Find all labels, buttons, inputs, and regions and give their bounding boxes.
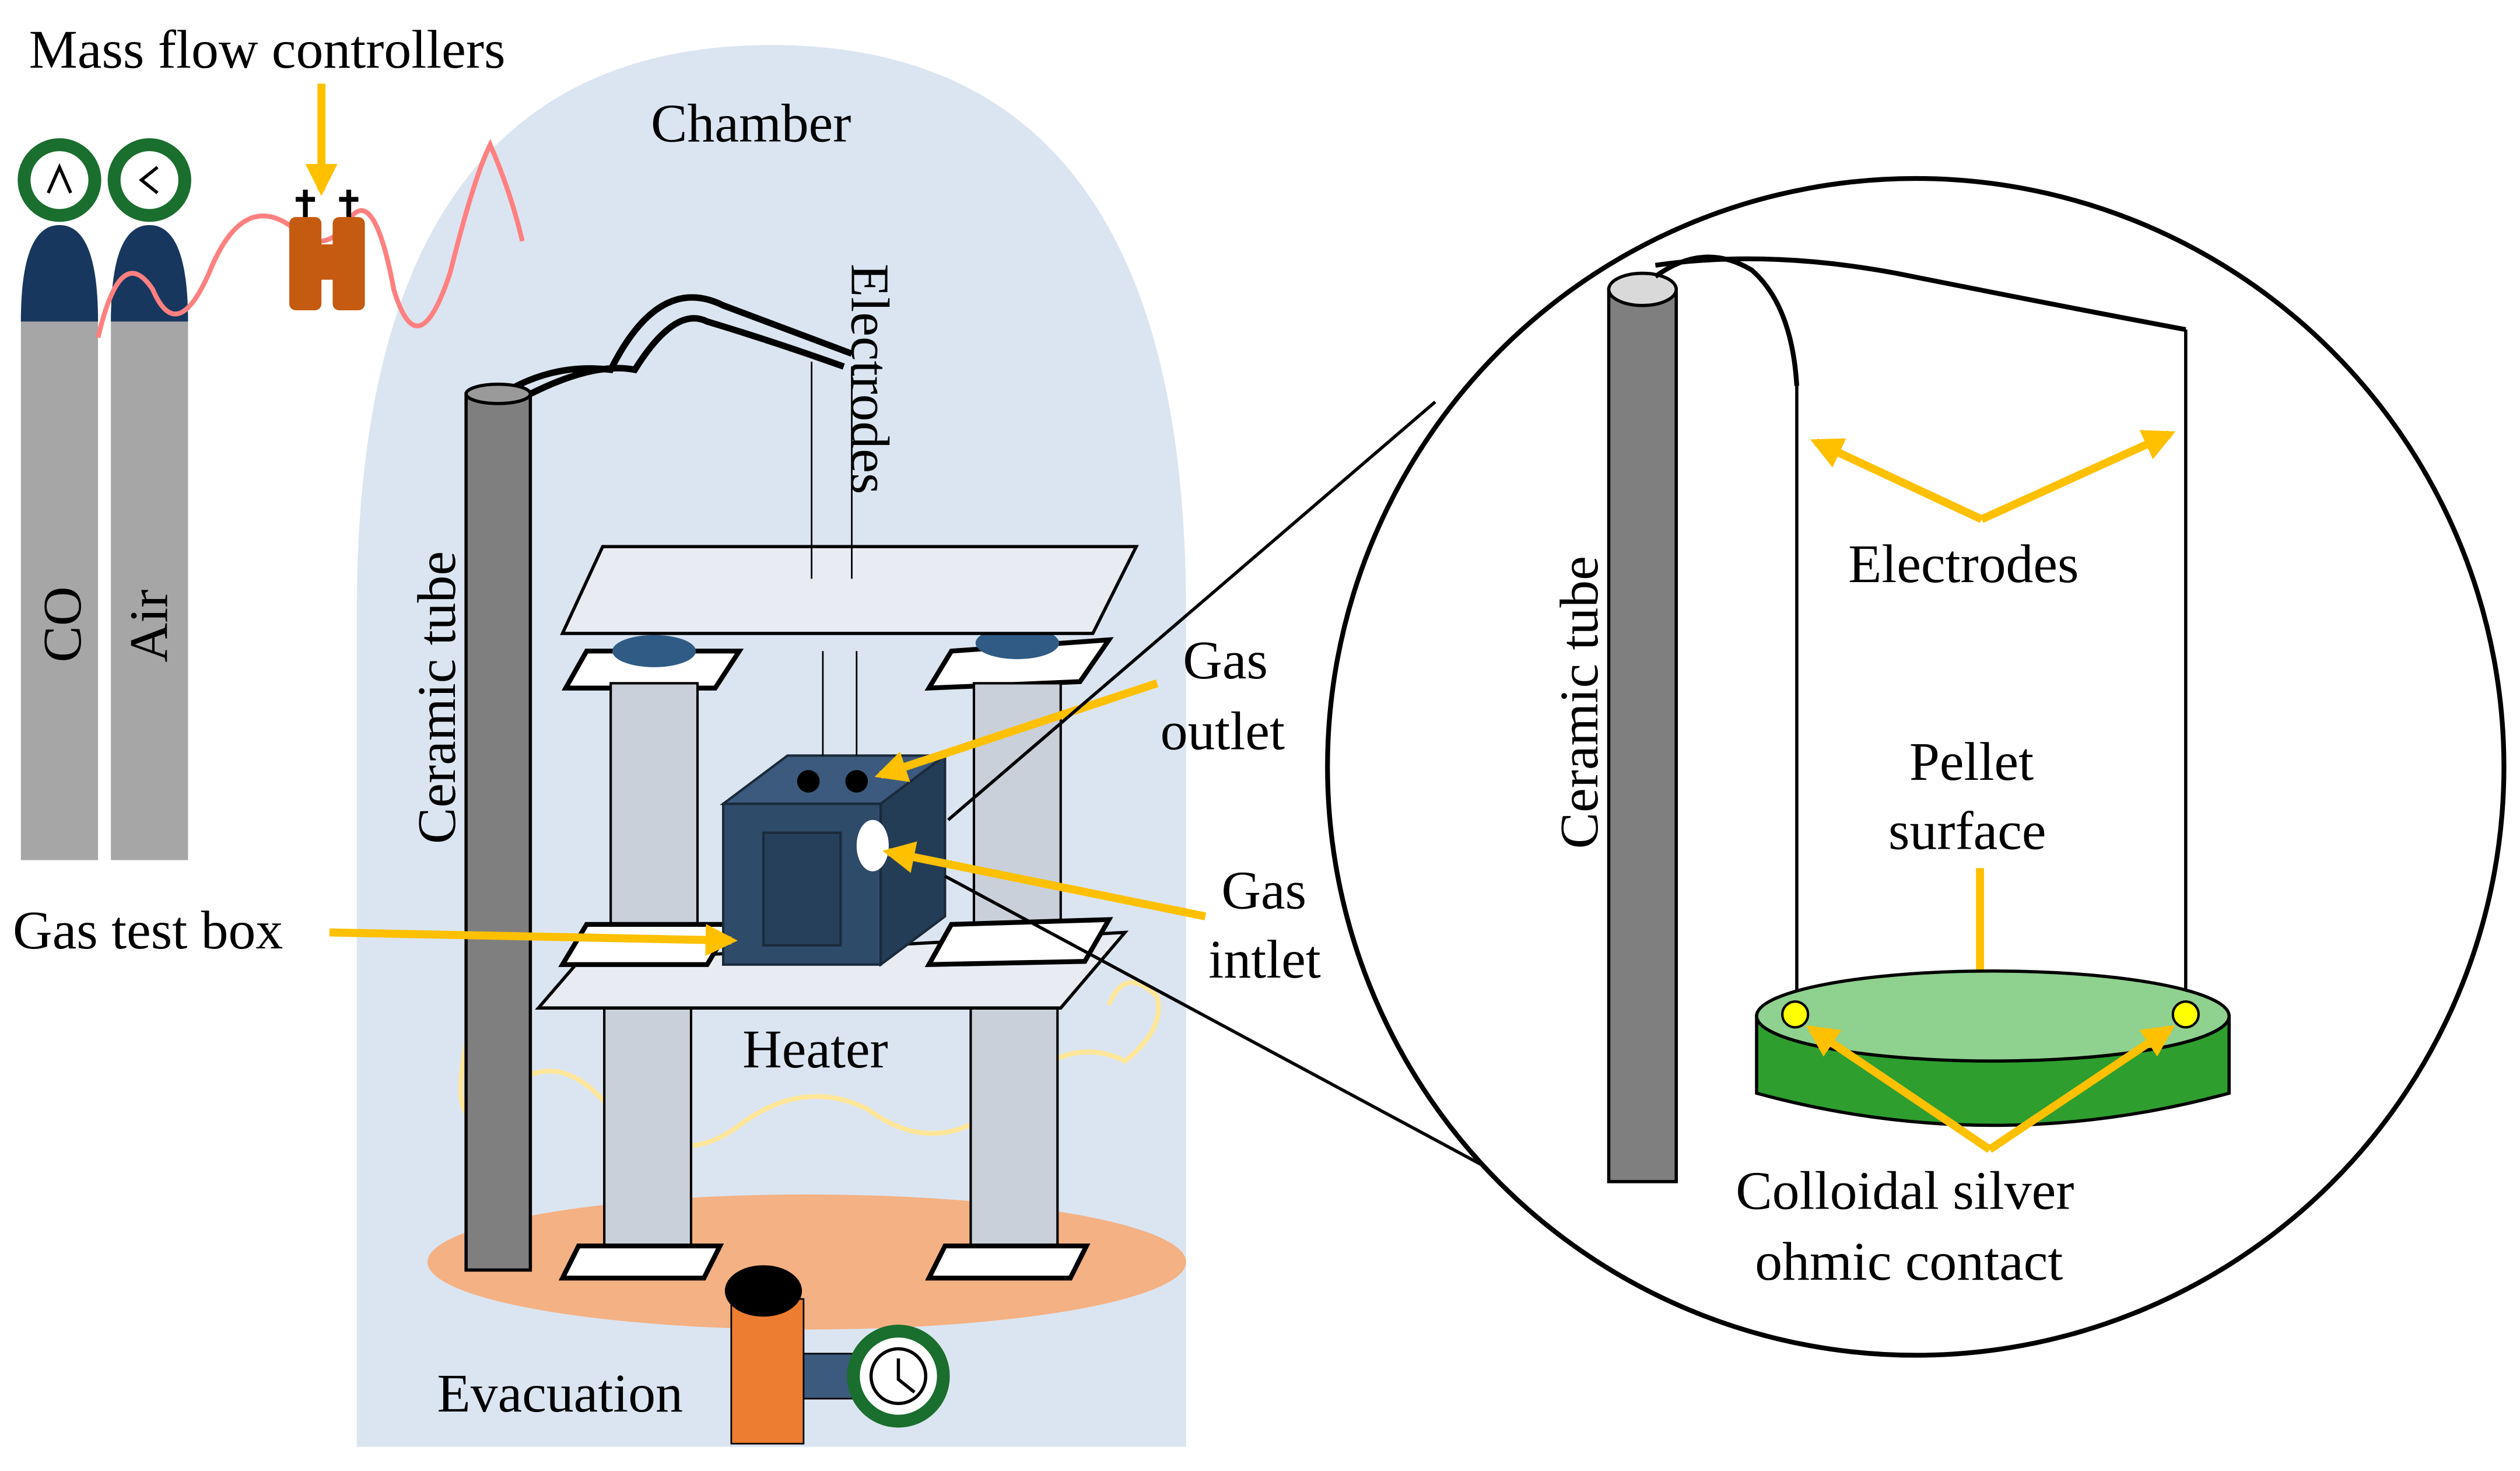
co-cylinder (17, 138, 101, 860)
evacuation-pump (724, 1265, 950, 1445)
gas-test-box-label: Gas test box (13, 901, 283, 961)
colloidal-arrow-right (1987, 1025, 2175, 1153)
mass-flow-controllers-label: Mass flow controllers (29, 20, 506, 80)
electrode-leads (811, 362, 858, 756)
ceramic-tube-main-label: Ceramic tube (407, 551, 467, 844)
colloidal-label-line2: ohmic contact (1755, 1232, 2063, 1292)
gas-test-box-arrow (329, 923, 738, 957)
co-cylinder-label: CO (33, 586, 93, 662)
electrode-wires-zoom (1653, 254, 2186, 386)
electrodes-zoom-label: Electrodes (1848, 534, 2079, 594)
lower-legs (558, 995, 1091, 1281)
colloidal-arrow-left (1806, 1025, 1992, 1153)
gas-outlet-arrow (874, 679, 1159, 782)
electrode-wires-main (488, 294, 853, 405)
gas-inlet-arrow (882, 841, 1207, 920)
evacuation-label: Evacuation (437, 1364, 683, 1424)
gas-outlet-label-line2: outlet (1161, 701, 1285, 761)
pellet (1755, 969, 2231, 1127)
mass-flow-controller (289, 190, 365, 310)
gas-inlet-label-line1: Gas (1221, 860, 1306, 920)
zoom-line-bottom (944, 874, 1544, 1199)
electrodes-zoom-arrow-left (1810, 438, 1983, 523)
colloidal-label-line1: Colloidal silver (1736, 1161, 2074, 1221)
ceramic-tube-main (464, 392, 532, 1272)
zoom-line-top (947, 400, 1436, 821)
ceramic-tube-zoom (1607, 288, 1678, 1183)
air-cylinder (107, 138, 191, 860)
gas-outlet-label-line1: Gas (1183, 631, 1268, 691)
heater-label: Heater (742, 1020, 888, 1080)
gas-line (96, 139, 525, 338)
pellet-surface-label-line2: surface (1888, 801, 2046, 861)
electrodes-zoom-arrow-right (1979, 430, 2176, 523)
air-cylinder-label: Air (120, 590, 180, 663)
gas-inlet-label-line2: intlet (1208, 930, 1321, 990)
chamber-label: Chamber (651, 94, 851, 154)
ceramic-tube-zoom-label: Ceramic tube (1550, 556, 1610, 849)
top-plate (560, 545, 1139, 635)
electrodes-main-label: Electrodes (840, 264, 900, 494)
pellet-surface-label-line1: Pellet (1909, 732, 2034, 792)
